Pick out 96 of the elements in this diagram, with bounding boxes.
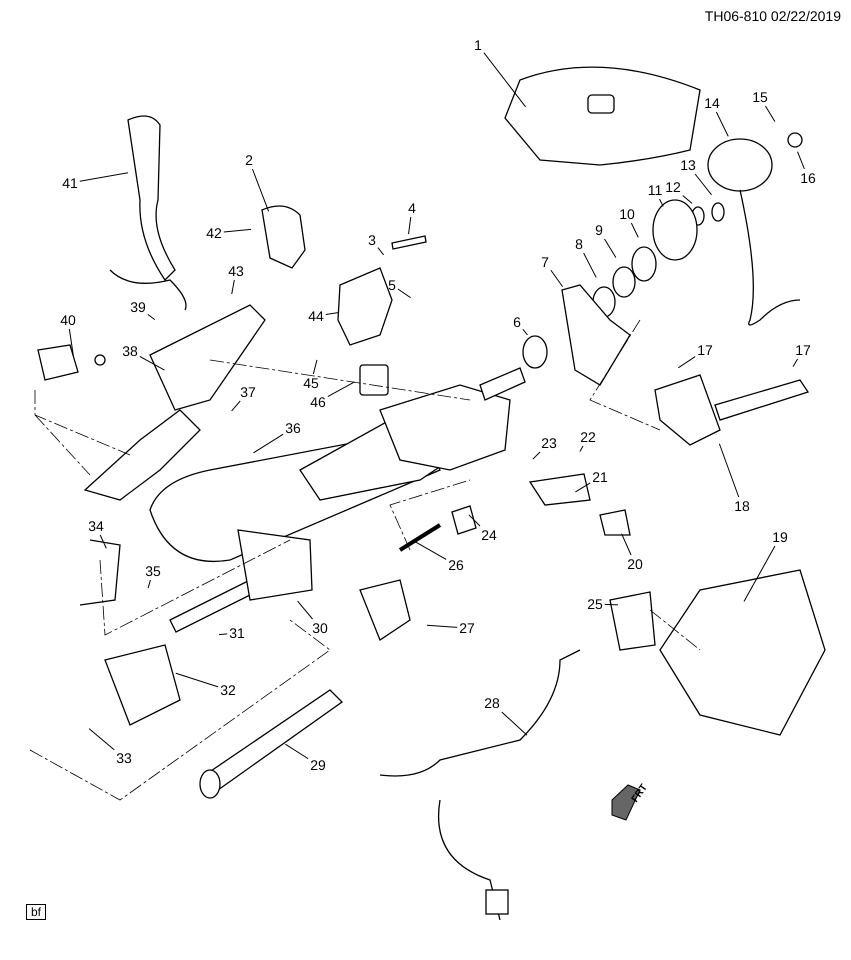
leader-line <box>604 604 618 606</box>
callout-number: 27 <box>458 620 476 636</box>
callout-number: 34 <box>87 518 105 534</box>
callout-number: 5 <box>387 277 397 293</box>
leader-line <box>223 228 252 233</box>
leader-line <box>532 452 540 460</box>
callout-number: 22 <box>579 429 597 445</box>
leader-line <box>325 312 339 315</box>
callout-number: 25 <box>586 596 604 612</box>
illustrator-code: bf <box>26 904 46 920</box>
leader-line <box>175 672 219 688</box>
leader-line <box>312 359 318 374</box>
leader-line <box>630 222 639 238</box>
callout-number: 33 <box>115 750 133 766</box>
leader-line <box>231 280 235 295</box>
leader-line <box>79 172 129 182</box>
leader-line <box>408 216 412 235</box>
callout-number: 21 <box>591 469 609 485</box>
callout-number: 7 <box>540 254 550 270</box>
callout-number: 40 <box>59 312 77 328</box>
callout-number: 26 <box>447 557 465 573</box>
leader-line <box>468 514 480 526</box>
leader-line <box>579 446 584 452</box>
leader-line <box>218 633 228 636</box>
callout-number: 24 <box>480 527 498 543</box>
leader-line <box>377 247 384 256</box>
callout-number: 3 <box>367 232 377 248</box>
callout-number: 37 <box>239 384 257 400</box>
callout-number: 13 <box>679 157 697 173</box>
callout-number: 6 <box>512 314 522 330</box>
callout-number: 23 <box>540 435 558 451</box>
leader-line <box>68 328 74 357</box>
leader-line <box>426 624 458 628</box>
leader-line <box>252 434 284 454</box>
leader-line <box>147 314 156 320</box>
callout-number: 28 <box>483 695 501 711</box>
callout-number: 9 <box>594 222 604 238</box>
leader-line <box>659 198 664 207</box>
callout-number: 44 <box>307 308 325 324</box>
leader-line <box>716 112 729 137</box>
callout-number: 11 <box>646 182 664 198</box>
callout-number: 38 <box>121 343 139 359</box>
leader-line <box>604 238 616 258</box>
leader-line <box>694 174 712 196</box>
drawing-number: TH06-810 02/22/2019 <box>704 8 841 24</box>
leader-line <box>682 194 692 204</box>
leader-line <box>718 443 740 498</box>
callout-number: 32 <box>219 682 237 698</box>
leader-line <box>796 151 805 170</box>
leader-line <box>100 534 107 549</box>
leader-line <box>743 546 776 602</box>
callout-number: 17 <box>696 342 714 358</box>
callout-number: 15 <box>751 89 769 105</box>
callout-number: 2 <box>244 152 254 168</box>
leader-line <box>522 328 528 336</box>
leader-line <box>621 533 632 556</box>
callout-number: 46 <box>309 394 327 410</box>
callout-number: 1 <box>473 37 483 53</box>
leader-line <box>574 482 591 492</box>
callout-number: 8 <box>574 236 584 252</box>
callout-number: 35 <box>144 563 162 579</box>
callout-number: 43 <box>227 263 245 279</box>
callout-number: 4 <box>407 200 417 216</box>
leader-line <box>148 580 151 589</box>
callout-number: 41 <box>61 175 79 191</box>
callout-number: 17 <box>794 342 812 358</box>
leader-line <box>327 381 355 398</box>
callout-number: 10 <box>618 206 636 222</box>
leader-line <box>678 356 696 368</box>
leader-line <box>284 744 309 760</box>
leader-line <box>501 712 528 736</box>
leader-line <box>231 400 241 412</box>
callout-number: 39 <box>129 299 147 315</box>
callout-number: 29 <box>309 757 327 773</box>
callout-number: 45 <box>302 375 320 391</box>
callout-number: 36 <box>284 420 302 436</box>
callout-number: 12 <box>664 179 682 195</box>
leader-line <box>139 356 165 371</box>
callout-number: 16 <box>799 170 817 186</box>
callout-number: 30 <box>311 620 329 636</box>
callout-number: 18 <box>733 498 751 514</box>
leader-line <box>252 168 270 212</box>
callout-number: 31 <box>228 625 246 641</box>
callout-number: 42 <box>205 225 223 241</box>
callout-number: 20 <box>626 556 644 572</box>
leader-line <box>397 288 412 298</box>
leader-line <box>414 541 447 560</box>
callout-number: 14 <box>703 95 721 111</box>
leader-line <box>792 358 798 368</box>
leader-line <box>764 106 776 122</box>
callout-number: 19 <box>771 529 789 545</box>
leader-line <box>297 600 313 620</box>
leader-line <box>88 728 115 750</box>
leader-line <box>583 252 597 278</box>
leader-line <box>483 52 526 108</box>
leader-line <box>550 270 564 288</box>
